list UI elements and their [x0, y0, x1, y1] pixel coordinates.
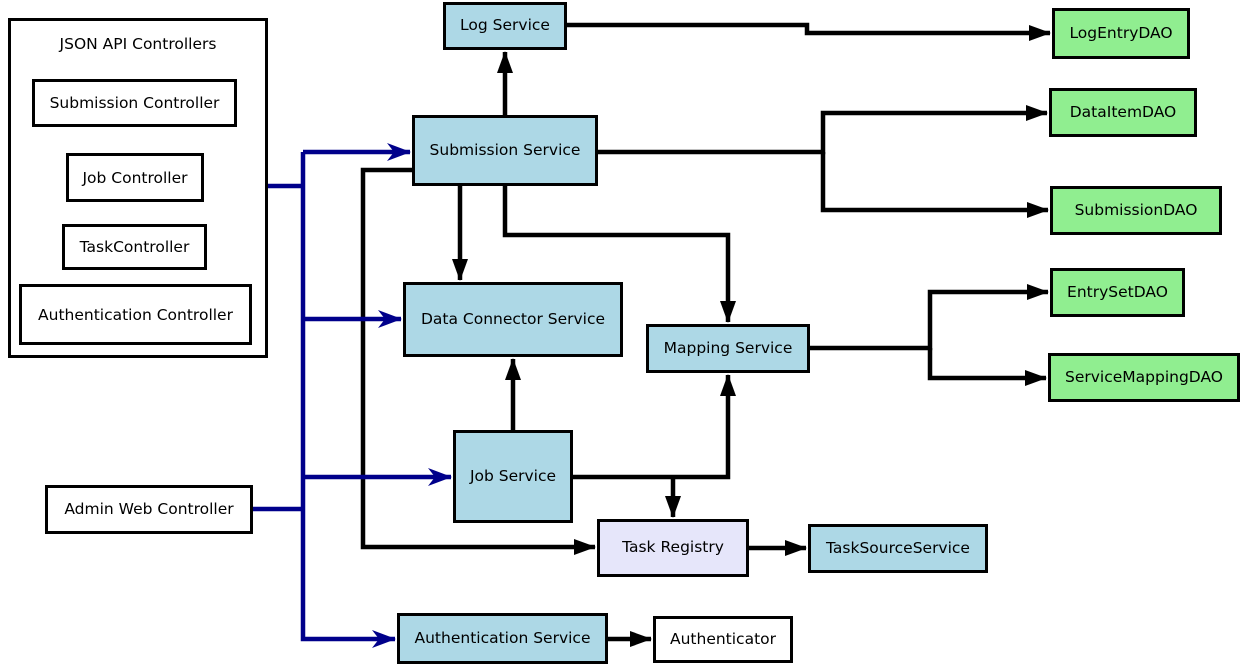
node-mapping-service: Mapping Service — [646, 324, 810, 373]
node-dataitemdao: DataItemDAO — [1049, 88, 1197, 137]
node-job-service: Job Service — [453, 430, 573, 523]
node-admin-web-controller: Admin Web Controller — [45, 485, 253, 534]
node-submission-service: Submission Service — [412, 115, 598, 186]
edge-job-service-to-mapping-service — [573, 374, 736, 480]
json-api-controllers-group: JSON API Controllers Submission Controll… — [8, 18, 268, 358]
node-log-service: Log Service — [443, 2, 567, 50]
edge-submission-service-to-task-registry — [360, 167, 596, 555]
edge-trunk-to-authentication-service — [300, 152, 396, 648]
node-entrysetdao: EntrySetDAO — [1050, 268, 1185, 317]
node-logentrydao: LogEntryDAO — [1052, 8, 1190, 59]
node-authentication-service: Authentication Service — [397, 613, 608, 664]
edge-submission-service-to-dataitemdao — [598, 105, 1048, 155]
node-job-controller: Job Controller — [66, 153, 204, 202]
edge-log-service-to-logentrydao — [567, 22, 1051, 41]
node-task-controller: TaskController — [62, 224, 207, 270]
node-task-registry: Task Registry — [597, 519, 749, 577]
edge-submission-service-to-mapping-service — [502, 185, 736, 323]
json-api-controllers-title: JSON API Controllers — [59, 35, 217, 53]
node-authentication-controller: Authentication Controller — [19, 284, 252, 345]
node-data-connector-service: Data Connector Service — [403, 282, 623, 357]
edge-mapping-service-to-servicemappingdao — [927, 348, 1047, 386]
node-tasksourceservice: TaskSourceService — [808, 524, 988, 573]
node-servicemappingdao: ServiceMappingDAO — [1048, 353, 1240, 402]
edge-mapping-service-to-entrysetdao — [810, 284, 1049, 351]
node-submission-controller: Submission Controller — [32, 79, 237, 127]
edge-submission-service-to-submissiondao — [820, 152, 1049, 218]
node-authenticator: Authenticator — [653, 616, 793, 663]
node-submissiondao: SubmissionDAO — [1050, 186, 1222, 235]
